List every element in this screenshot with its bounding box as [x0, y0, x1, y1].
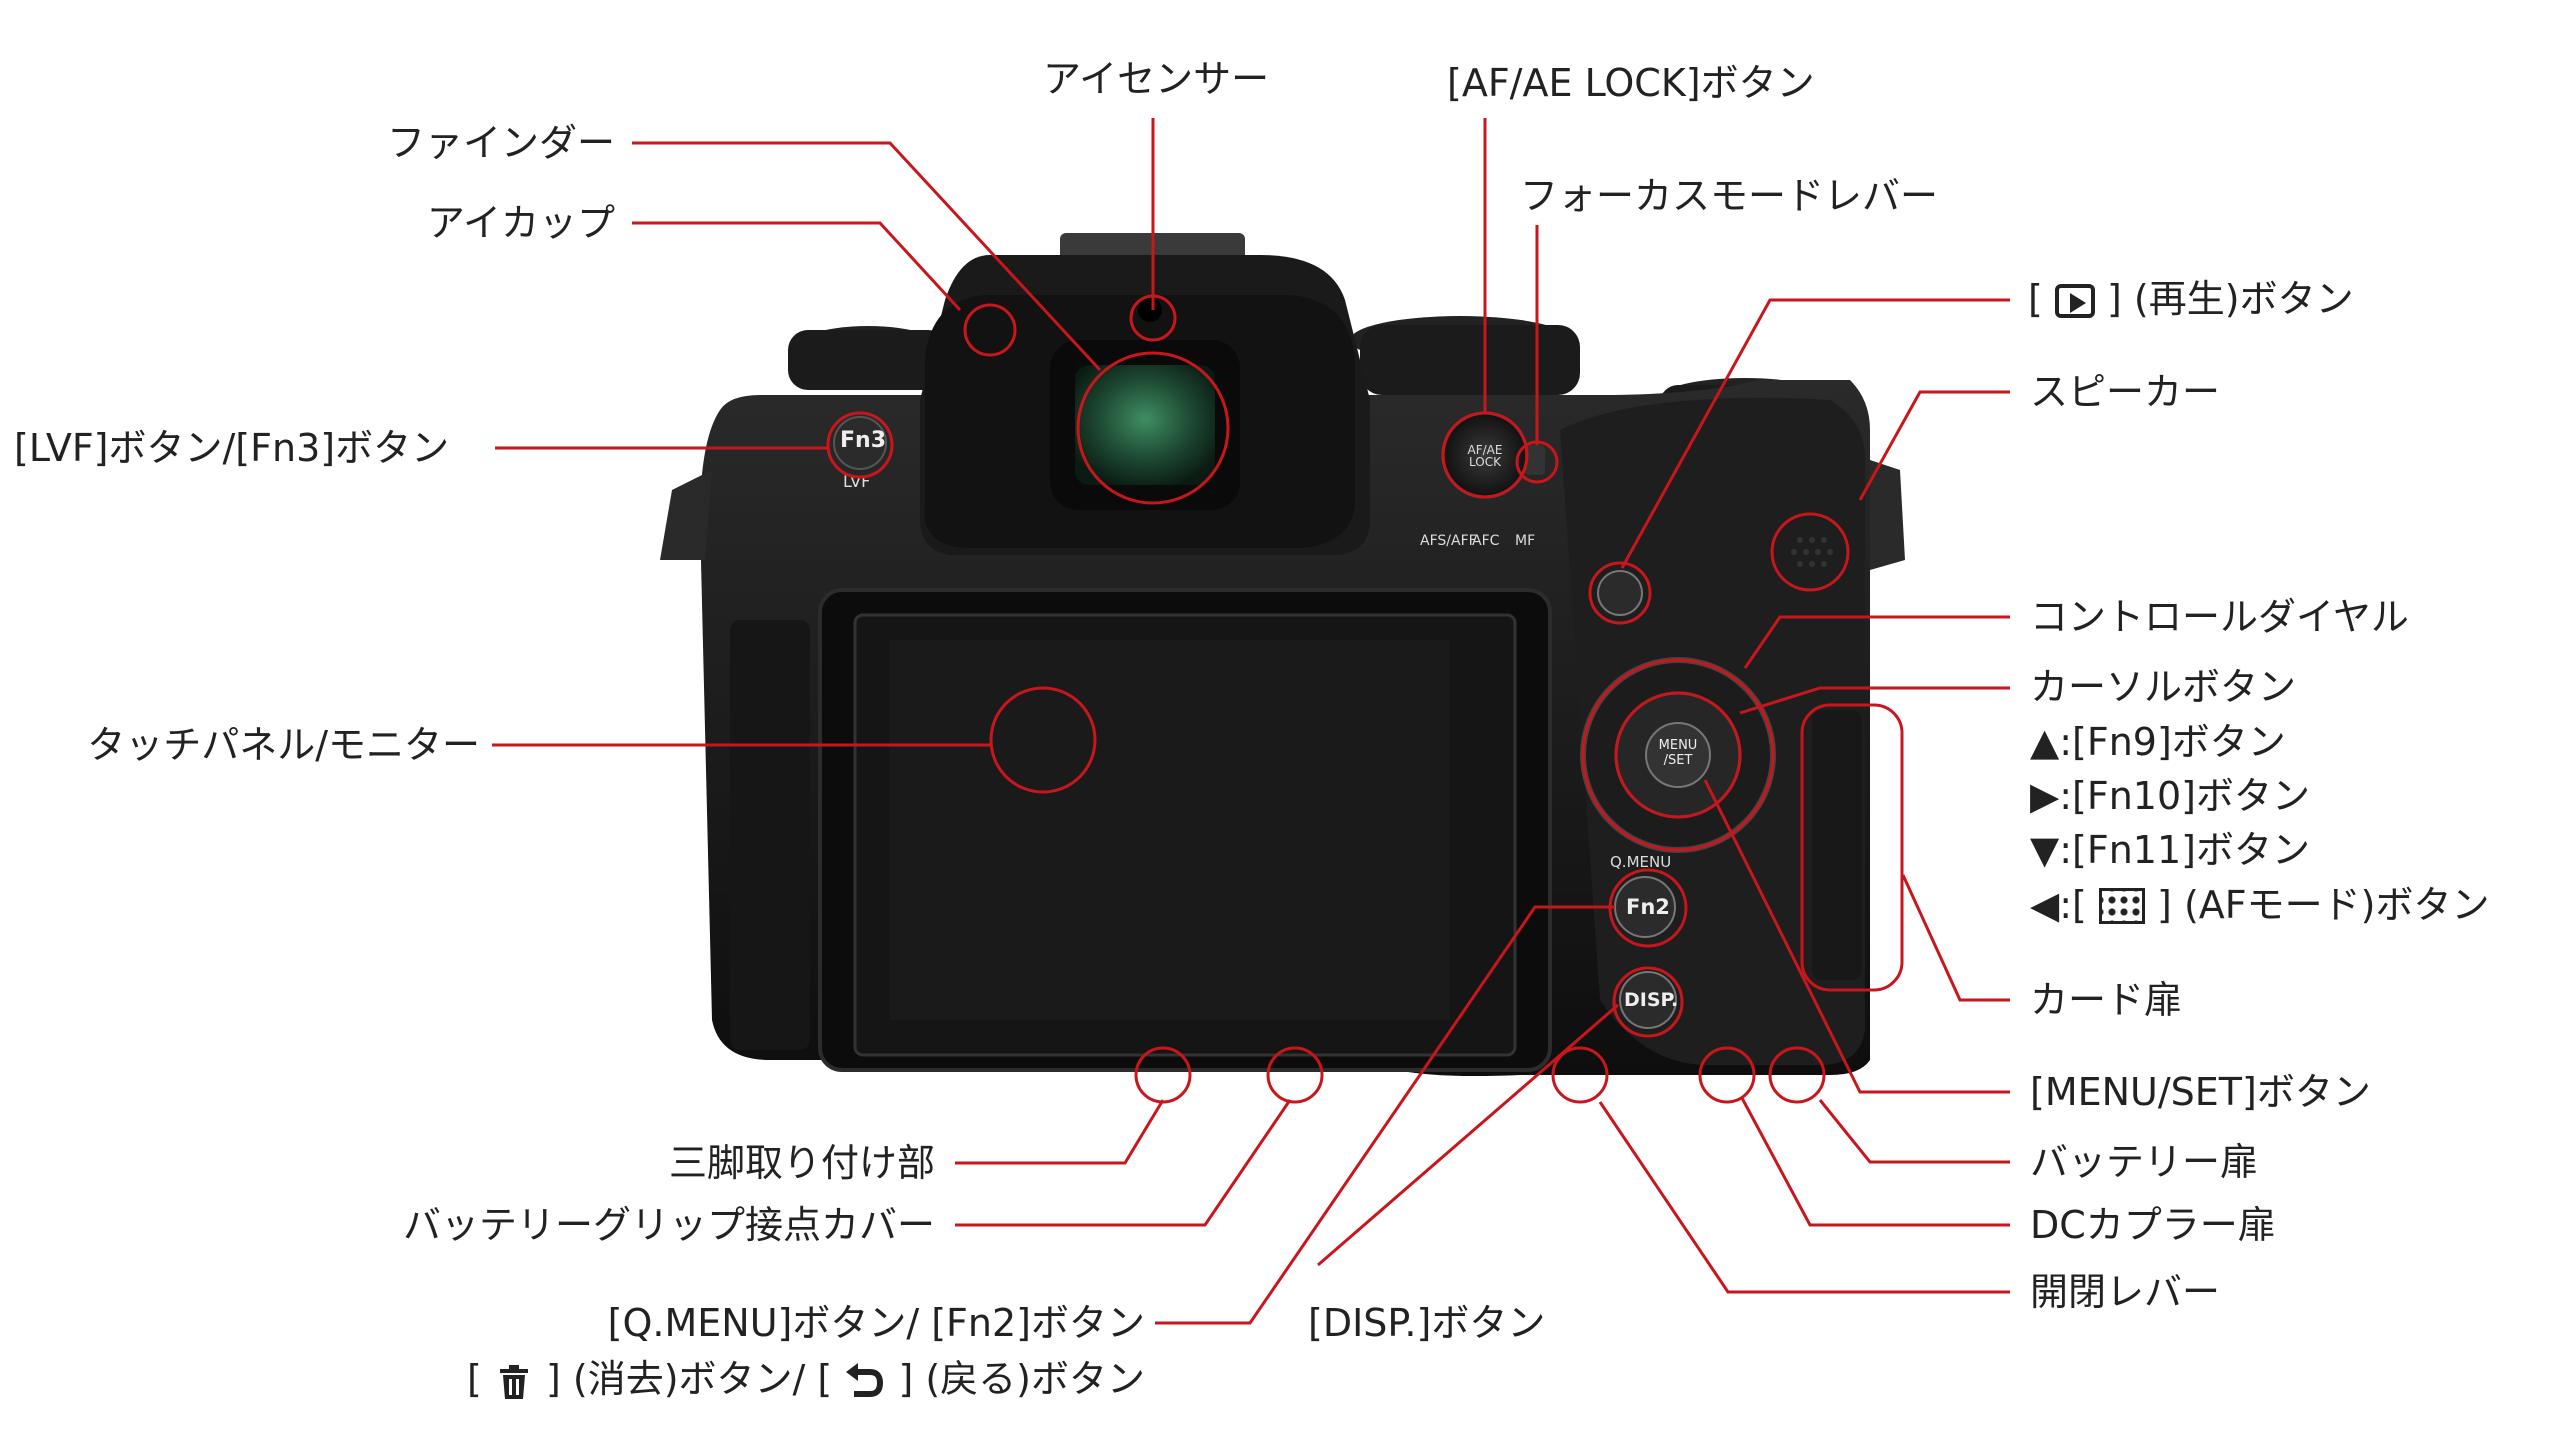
card-door-marker	[1800, 703, 1904, 992]
monitor-display	[890, 640, 1450, 1020]
battery-door-marker	[1768, 1046, 1826, 1104]
label-focus-mode-lever: フォーカスモードレバー	[1520, 174, 1939, 218]
label-control-dial: コントロールダイヤル	[2030, 595, 2409, 639]
label-tripod-mount: 三脚取り付け部	[668, 1141, 935, 1185]
control-dial-callout	[1743, 615, 2010, 669]
af-ae-lock-marker	[1441, 411, 1529, 499]
fn3-marker	[826, 411, 894, 479]
menu-set-marking: MENU /SET	[1658, 738, 1698, 768]
focus-lever-shape	[1525, 445, 1545, 475]
mf-marking: MF	[1515, 533, 1536, 549]
playback-button-shape	[1597, 570, 1643, 616]
label-fn10: ▶:[Fn10]ボタン	[2030, 774, 2310, 818]
eyecup-marker	[963, 303, 1017, 357]
label-delete-mid: ] (消去)ボタン/ [	[545, 1357, 833, 1401]
label-disp: [DISP.]ボタン	[1308, 1301, 1546, 1345]
right-dial-body	[1360, 325, 1580, 395]
right-strap-lug	[1870, 460, 1905, 570]
tripod-callout	[955, 1099, 1165, 1165]
menu-set-button-shape	[1645, 722, 1711, 788]
playback-callout	[1620, 298, 2010, 569]
battery-grip-callout	[955, 1099, 1292, 1227]
cursor-callout	[1739, 686, 2010, 715]
control-dial-marker	[1581, 658, 1775, 852]
label-af-ae-lock: [AF/AE LOCK]ボタン	[1447, 61, 1815, 105]
focus-lever-marker	[1515, 440, 1559, 484]
label-fn9: ▲:[Fn9]ボタン	[2030, 720, 2286, 764]
label-cursor-buttons: カーソルボタン	[2030, 665, 2297, 709]
label-delete-open: [	[466, 1357, 482, 1401]
afc-marking: AFC	[1472, 533, 1500, 549]
label-release-lever: 開閉レバー	[2030, 1270, 2221, 1314]
disp-button-shape	[1619, 971, 1677, 1029]
finder-glass	[1075, 365, 1215, 485]
label-battery-grip-cover: バッテリーグリップ接点カバー	[402, 1203, 935, 1247]
label-af-mode: ◀:[ ] (AFモード)ボタン	[2030, 883, 2489, 927]
label-af-mode-close: ] (AFモード)ボタン	[2157, 883, 2490, 927]
finder-marker	[1076, 351, 1230, 505]
fn2-marking: Fn2	[1626, 895, 1670, 919]
fn2-marker	[1608, 868, 1688, 948]
left-dial-body	[788, 330, 948, 390]
label-delete-back: [ ] (消去)ボタン/ [ ] (戻る)ボタン	[300, 1357, 1145, 1402]
disp-callout	[1317, 1003, 1619, 1267]
speaker-marker	[1770, 512, 1850, 592]
label-card-door: カード扉	[2030, 978, 2183, 1022]
afs-aff-marking: AFS/AFF	[1420, 533, 1477, 549]
label-menu-set: [MENU/SET]ボタン	[2030, 1070, 2371, 1114]
label-af-mode-open: ◀:[	[2030, 883, 2087, 927]
af-mode-icon	[2098, 888, 2145, 924]
label-playback-close: ] (再生)ボタン	[2107, 277, 2354, 321]
fn3-marking: Fn3	[840, 428, 886, 453]
eye-sensor-marker	[1129, 294, 1177, 342]
left-strap-lug	[660, 470, 712, 560]
disp-marking: DISP.	[1624, 989, 1679, 1011]
back-arrow-icon	[846, 1362, 884, 1397]
card-door-shape	[1812, 710, 1862, 980]
label-eyecup: アイカップ	[426, 201, 615, 245]
label-fn11: ▼:[Fn11]ボタン	[2030, 828, 2310, 872]
cursor-marker	[1614, 691, 1742, 819]
menu-set-callout	[1703, 779, 2010, 1094]
battery-grip-marker	[1266, 1046, 1324, 1104]
label-battery-door: バッテリー扉	[2030, 1140, 2259, 1184]
tripod-marker	[1134, 1046, 1192, 1104]
card-door-callout	[1901, 874, 2010, 1002]
qmenu-fn2-callout	[1155, 905, 1615, 1325]
label-eye-sensor: アイセンサー	[1043, 57, 1270, 101]
eye-sensor-dot	[1138, 298, 1162, 322]
label-delete-close: ] (戻る)ボタン	[898, 1357, 1145, 1401]
monitor-hinge	[730, 620, 810, 1050]
release-lever-marker	[1551, 1046, 1609, 1104]
disp-marker	[1612, 966, 1684, 1038]
speaker-callout	[1858, 390, 2010, 501]
dc-coupler-callout	[1740, 1097, 2010, 1227]
fn3-button-shape	[833, 416, 887, 470]
label-finder: ファインダー	[386, 121, 615, 165]
battery-door-callout	[1818, 1099, 2010, 1164]
label-speaker: スピーカー	[2030, 370, 2221, 414]
playback-marker	[1588, 561, 1652, 625]
finder-callout	[632, 141, 1102, 372]
label-playback-open: [	[2028, 277, 2043, 321]
label-touch-panel: タッチパネル/モニター	[87, 723, 480, 767]
trash-icon	[499, 1364, 528, 1399]
release-lever-callout	[1598, 1101, 2010, 1294]
playback-icon	[2054, 284, 2095, 318]
label-dc-coupler-door: DCカプラー扉	[2030, 1203, 2276, 1247]
label-lvf-fn3: [LVF]ボタン/[Fn3]ボタン	[14, 426, 450, 470]
dc-coupler-marker	[1698, 1046, 1756, 1104]
qmenu-marking: Q.MENU	[1610, 853, 1672, 871]
label-playback: [ ] (再生)ボタン	[2028, 277, 2354, 321]
label-qmenu-fn2: [Q.MENU]ボタン/ [Fn2]ボタン	[607, 1301, 1145, 1345]
af-ae-lock-marking: AF/AE LOCK	[1467, 443, 1503, 469]
speaker-holes	[1791, 537, 1833, 567]
touch-panel-marker	[989, 686, 1097, 794]
eyecup-callout	[632, 221, 962, 312]
